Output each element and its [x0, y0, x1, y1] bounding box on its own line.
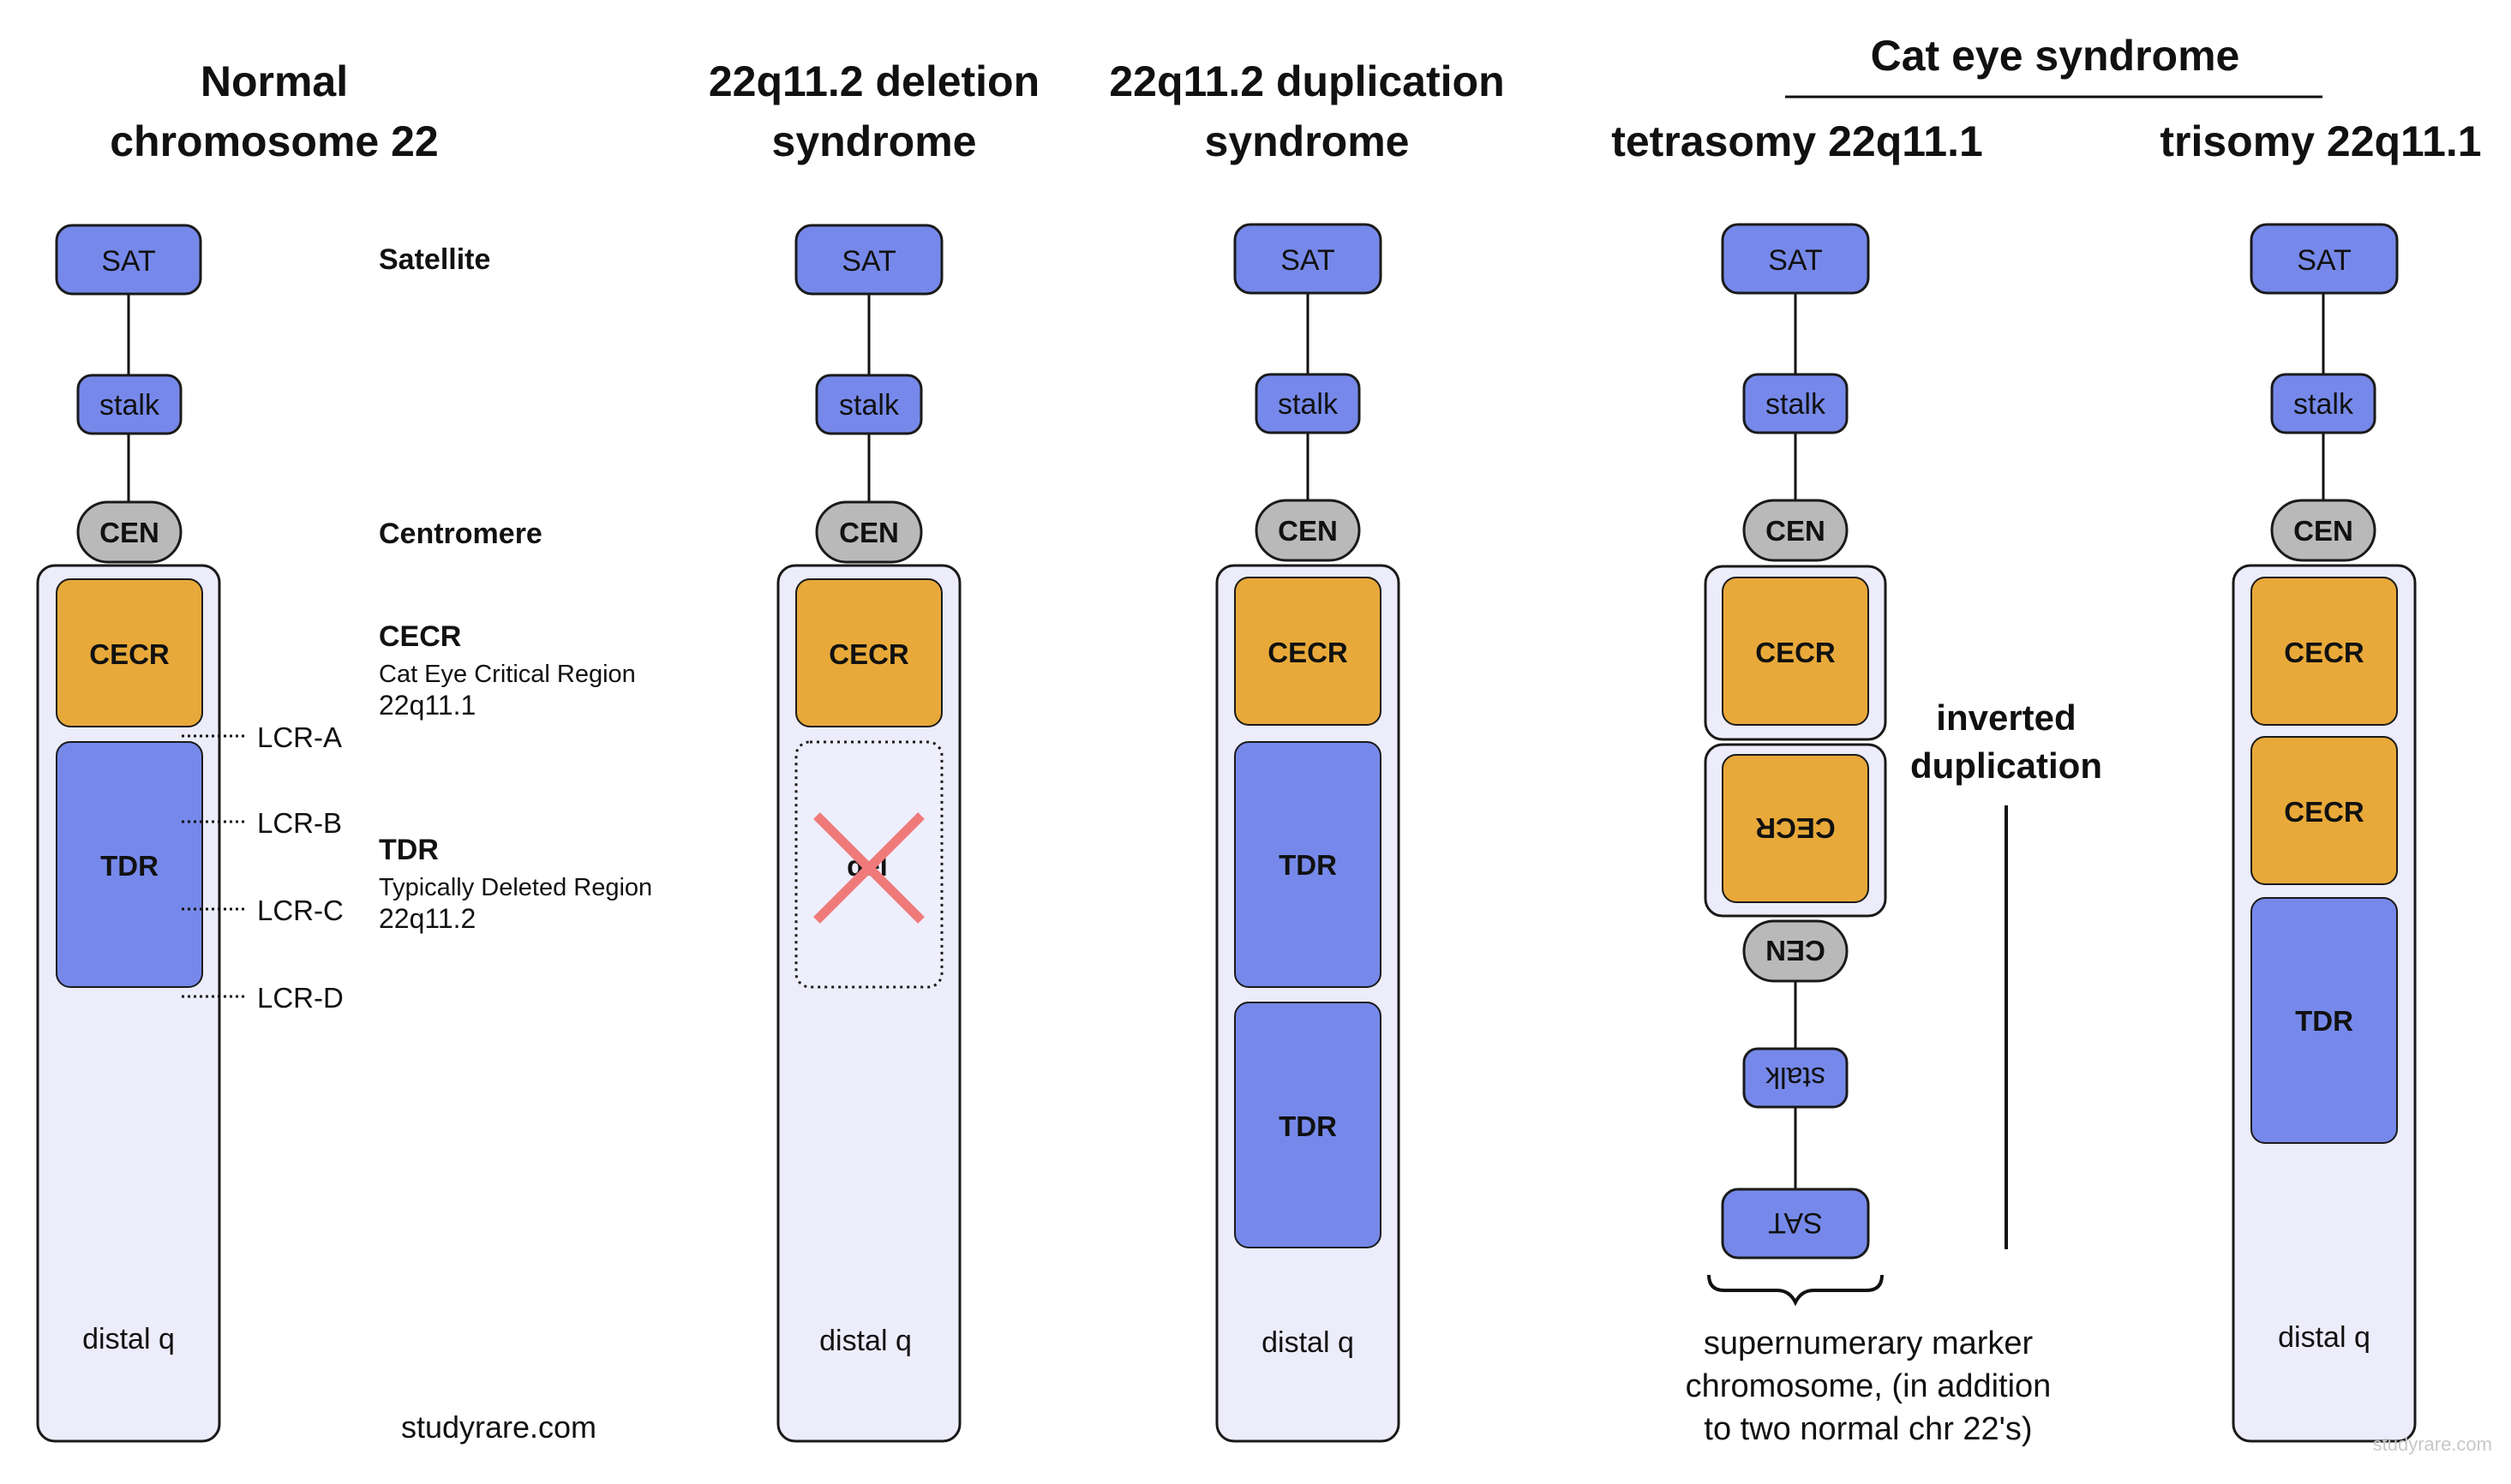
marker-brace	[1707, 1274, 1884, 1307]
tetrasomy-stalk-inverted	[1742, 1047, 1849, 1109]
duplication-sat-label: SAT	[1280, 244, 1335, 277]
trisomy-stalk-label: stalk	[2293, 388, 2354, 421]
duplication-stalk	[1255, 373, 1361, 434]
duplication-chromosome: SAT stalk CEN CECR TDR TDR distal q	[1215, 223, 1400, 1443]
trisomy-tdr-label: TDR	[2295, 1005, 2353, 1037]
trisomy-sat	[2250, 223, 2399, 295]
duplication-cecr-label: CECR	[1267, 637, 1348, 668]
tetrasomy-cecr-1-label: CECR	[1755, 637, 1836, 668]
legend-cecr-band: 22q11.1	[379, 690, 476, 721]
normal-cen-label: CEN	[99, 517, 159, 548]
tetrasomy-stalk-inverted-label: stalk	[1765, 1061, 1825, 1093]
trisomy-distal-q: distal q	[2278, 1321, 2370, 1354]
tetrasomy-cecr-1	[1722, 577, 1869, 726]
normal-stalk-label: stalk	[99, 389, 160, 422]
tetrasomy-cen	[1742, 499, 1849, 562]
normal-cecr	[56, 578, 203, 727]
duplication-cen	[1255, 499, 1361, 562]
trisomy-cecr-1	[2250, 577, 2398, 726]
deletion-cen	[815, 500, 923, 564]
title-trisomy: trisomy 22q11.1	[2160, 117, 2481, 165]
trisomy-cen	[2270, 499, 2376, 562]
legend-satellite: Satellite	[379, 243, 490, 276]
tetrasomy-sat-label: SAT	[1768, 244, 1823, 277]
duplication-cen-label: CEN	[1278, 515, 1338, 547]
legend-tdr-desc: Typically Deleted Region	[379, 874, 652, 901]
normal-sat-label: SAT	[101, 245, 156, 278]
trisomy-cecr-1-label: CECR	[2284, 637, 2364, 668]
duplication-tdr-1-label: TDR	[1279, 849, 1337, 881]
watermark: studyrare.com	[2373, 1433, 2492, 1455]
deletion-chromosome: SAT stalk CEN CECR del distal q	[776, 224, 962, 1443]
legend: Satellite Centromere CECR Cat Eye Critic…	[379, 243, 652, 934]
trisomy-stalk	[2270, 373, 2376, 434]
tetrasomy-sat-inverted-label: SAT	[1768, 1206, 1823, 1239]
tetrasomy-stalk-label: stalk	[1765, 388, 1826, 421]
tetrasomy-sat	[1721, 223, 1870, 295]
deletion-cecr	[795, 578, 943, 727]
deletion-cecr-label: CECR	[829, 638, 909, 670]
trisomy-cecr-2-label: CECR	[2284, 796, 2364, 828]
normal-distal-q: distal q	[82, 1323, 175, 1355]
lcr-b-label: LCR-B	[257, 807, 342, 839]
tetrasomy-cecr-2-inverted	[1722, 754, 1869, 903]
credit-text: studyrare.com	[401, 1409, 596, 1445]
deletion-cen-label: CEN	[839, 517, 899, 548]
tetrasomy-cecr-2-inverted-label: CECR	[1755, 812, 1836, 844]
title-deletion-line1: 22q11.2 deletion	[709, 57, 1040, 105]
duplication-tdr-2-label: TDR	[1279, 1110, 1337, 1142]
deletion-sat	[794, 224, 944, 296]
normal-chromosome: SAT stalk CEN CECR TDR distal q LCR-A LC…	[36, 224, 344, 1443]
normal-sat	[55, 224, 202, 296]
duplication-tdr-2	[1234, 1002, 1381, 1248]
legend-cecr-title: CECR	[379, 620, 461, 653]
deletion-distal-q: distal q	[819, 1325, 912, 1357]
title-normal-line2: chromosome 22	[110, 117, 438, 165]
title-duplication-line2: syndrome	[1205, 117, 1410, 165]
duplication-sat	[1233, 223, 1382, 295]
deletion-stalk	[815, 374, 923, 435]
duplication-cecr	[1234, 577, 1381, 726]
inverted-duplication-label-line2: duplication	[1910, 745, 2102, 786]
marker-note-line2: chromosome, (in addition	[1686, 1368, 2052, 1404]
marker-note-line3: to two normal chr 22's)	[1704, 1411, 2032, 1447]
tetrasomy-cen-label: CEN	[1765, 515, 1825, 547]
tetrasomy-cen-inverted	[1742, 919, 1849, 983]
deletion-stalk-label: stalk	[839, 389, 900, 422]
tetrasomy-marker-chromosome: SAT stalk CEN CECR CECR CEN stalk SAT su…	[1686, 223, 2052, 1447]
lcr-d-label: LCR-D	[257, 982, 344, 1014]
normal-stalk	[76, 374, 183, 435]
legend-tdr-band: 22q11.2	[379, 903, 476, 934]
title-normal-line1: Normal	[201, 57, 348, 105]
lcr-a-label: LCR-A	[257, 721, 342, 753]
tetrasomy-cen-inverted-label: CEN	[1765, 935, 1825, 966]
duplication-tdr-1	[1234, 741, 1381, 988]
title-duplication-line1: 22q11.2 duplication	[1109, 57, 1504, 105]
lcr-c-label: LCR-C	[257, 895, 344, 926]
duplication-distal-q: distal q	[1261, 1326, 1354, 1359]
deletion-sat-label: SAT	[842, 245, 896, 278]
normal-tdr-label: TDR	[100, 850, 159, 882]
marker-note-line1: supernumerary marker	[1704, 1325, 2034, 1361]
normal-cecr-label: CECR	[89, 638, 170, 670]
trisomy-cecr-2	[2250, 736, 2398, 885]
duplication-stalk-label: stalk	[1278, 388, 1339, 421]
trisomy-cen-label: CEN	[2293, 515, 2353, 547]
title-deletion-line2: syndrome	[772, 117, 977, 165]
legend-tdr-title: TDR	[379, 834, 439, 866]
trisomy-sat-label: SAT	[2297, 244, 2352, 277]
legend-cecr-desc: Cat Eye Critical Region	[379, 661, 636, 688]
normal-cen	[76, 500, 183, 564]
title-cat-eye: Cat eye syndrome	[1871, 32, 2240, 80]
normal-tdr	[56, 741, 203, 988]
legend-centromere: Centromere	[379, 518, 542, 550]
inverted-duplication-label-line1: inverted	[1936, 697, 2076, 738]
deletion-x-icon	[813, 812, 925, 924]
trisomy-tdr	[2250, 897, 2398, 1144]
tetrasomy-stalk	[1742, 373, 1849, 434]
trisomy-chromosome: SAT stalk CEN CECR CECR TDR distal q	[2232, 223, 2417, 1443]
tetrasomy-sat-inverted	[1721, 1188, 1870, 1260]
title-tetrasomy: tetrasomy 22q11.1	[1611, 117, 1983, 165]
